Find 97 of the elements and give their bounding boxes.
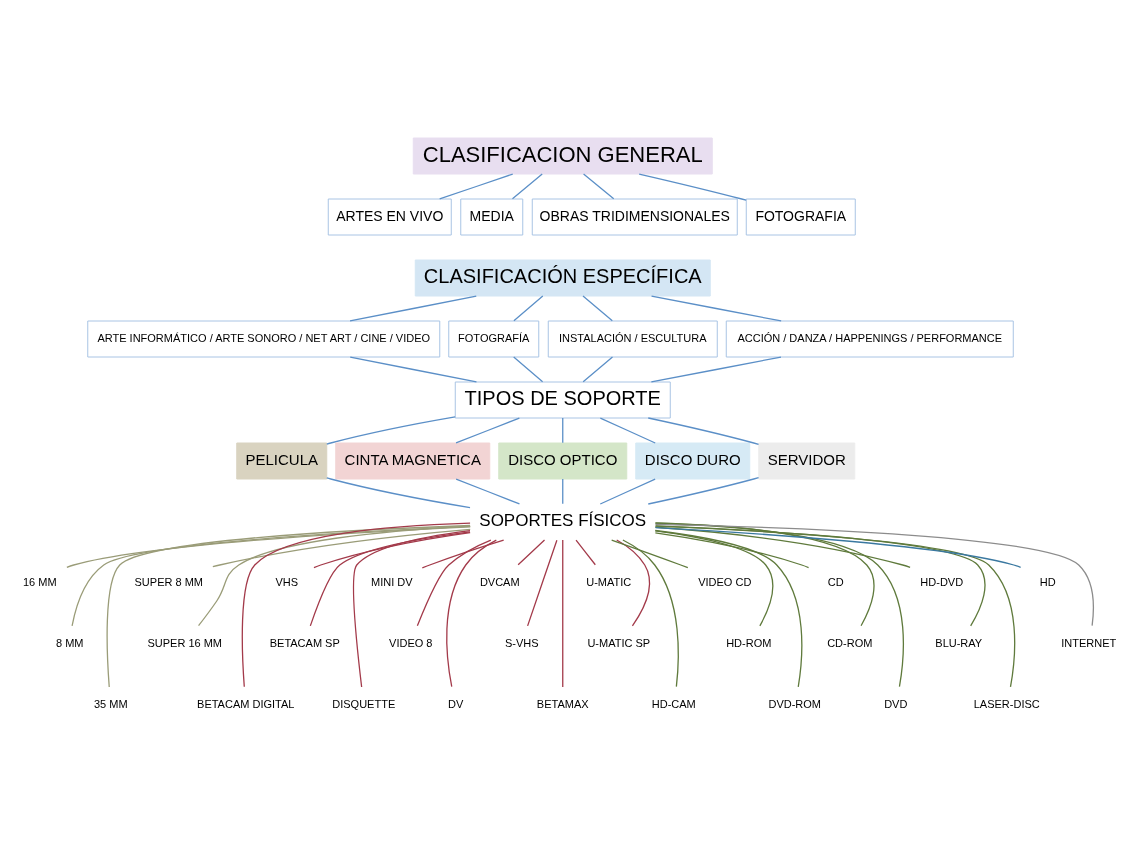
connector bbox=[562, 477, 564, 504]
connector bbox=[517, 538, 546, 565]
node-text: INTERNET bbox=[1061, 636, 1117, 649]
node-box: MEDIA bbox=[460, 198, 524, 235]
connector bbox=[650, 355, 782, 383]
node-text: VIDEO 8 bbox=[389, 636, 433, 649]
connector bbox=[654, 526, 911, 568]
node-text: S-VHS bbox=[504, 636, 539, 649]
connector bbox=[513, 355, 544, 382]
connector bbox=[582, 172, 615, 199]
node-text: VHS bbox=[275, 575, 299, 588]
connector bbox=[455, 416, 520, 444]
node-text: BETAMAX bbox=[536, 697, 589, 710]
connector bbox=[326, 476, 471, 508]
connector bbox=[326, 415, 456, 445]
connector bbox=[575, 538, 596, 565]
node-text: 8 MM bbox=[56, 636, 84, 649]
connector bbox=[353, 529, 471, 688]
connector bbox=[66, 525, 471, 568]
connector bbox=[416, 538, 492, 626]
node-box: CLASIFICACIÓN ESPECÍFICA bbox=[414, 259, 711, 296]
connector bbox=[562, 538, 564, 688]
node-text: BETACAM DIGITAL bbox=[197, 697, 295, 710]
connector bbox=[647, 476, 760, 505]
connector bbox=[611, 538, 689, 568]
connector bbox=[71, 525, 471, 626]
node-text: U-MATIC bbox=[586, 575, 632, 588]
connector bbox=[654, 531, 810, 568]
connector bbox=[349, 294, 477, 322]
connector bbox=[654, 522, 904, 687]
node-text: BLU-RAY bbox=[935, 636, 983, 649]
connector bbox=[582, 294, 613, 321]
node-box: PELICULA bbox=[236, 442, 328, 479]
connector bbox=[197, 525, 471, 626]
connector bbox=[638, 172, 747, 201]
connector bbox=[654, 521, 875, 626]
node-box: CLASIFICACION GENERAL bbox=[412, 137, 713, 174]
node-text: HD-CAM bbox=[651, 697, 696, 710]
connector bbox=[654, 523, 1094, 626]
connector bbox=[599, 477, 656, 505]
connector bbox=[582, 355, 614, 382]
node-text: CD-ROM bbox=[827, 636, 873, 649]
connector bbox=[241, 522, 471, 687]
connector bbox=[349, 355, 478, 383]
connector bbox=[446, 539, 497, 687]
node-text: HD-DVD bbox=[920, 575, 964, 588]
node-box: ARTE INFORMÁTICO / ARTE SONORO / NET ART / CINE / VIDEO bbox=[87, 320, 441, 357]
node-text: U-MATIC SP bbox=[587, 636, 651, 649]
node-box: CINTA MAGNETICA bbox=[335, 442, 491, 479]
connector bbox=[562, 416, 564, 443]
node-box: TIPOS DE SOPORTE bbox=[454, 381, 671, 418]
connector bbox=[421, 538, 505, 569]
node-text: MINI DV bbox=[370, 575, 413, 588]
connector bbox=[654, 529, 774, 627]
connector bbox=[212, 528, 471, 567]
connector bbox=[526, 539, 558, 626]
connector bbox=[106, 524, 471, 688]
connector bbox=[313, 531, 471, 568]
connector bbox=[511, 172, 543, 199]
connector bbox=[616, 538, 651, 627]
node-text: BETACAM SP bbox=[269, 636, 340, 649]
node-text: HD bbox=[1039, 575, 1056, 588]
node-box: FOTOGRAFIA bbox=[745, 198, 856, 235]
node-text: CD bbox=[827, 575, 844, 588]
node-text: DISQUETTE bbox=[332, 697, 396, 710]
node-box: INSTALACIÓN / ESCULTURA bbox=[547, 320, 718, 357]
node-text: HD-ROM bbox=[726, 636, 772, 649]
node-box: FOTOGRAFÍA bbox=[448, 320, 540, 357]
node-text: VIDEO CD bbox=[698, 575, 752, 588]
connector bbox=[513, 294, 544, 321]
node-text: DV bbox=[448, 697, 464, 710]
node-box: ACCIÓN / DANZA / HAPPENINGS / PERFORMANCE bbox=[725, 320, 1014, 357]
node-text: DVCAM bbox=[479, 575, 520, 588]
node-text: LASER-DISC bbox=[973, 697, 1040, 710]
connector bbox=[455, 477, 521, 505]
node-text: SUPER 16 MM bbox=[147, 636, 223, 649]
node-text: 35 MM bbox=[93, 697, 128, 710]
node-text: SOPORTES FÍSICOS bbox=[479, 510, 647, 530]
node-box: SERVIDOR bbox=[758, 442, 856, 479]
connector bbox=[647, 416, 760, 445]
node-text: SUPER 8 MM bbox=[134, 575, 203, 588]
node-box: OBRAS TRIDIMENSIONALES bbox=[531, 198, 738, 235]
node-text: 16 MM bbox=[22, 575, 57, 588]
connector bbox=[654, 526, 1022, 568]
node-text: DVD bbox=[884, 697, 908, 710]
connector bbox=[309, 530, 471, 626]
node-box: ARTES EN VIVO bbox=[327, 198, 452, 235]
connector bbox=[439, 172, 514, 200]
connector bbox=[655, 524, 986, 627]
node-box: DISCO DURO bbox=[635, 442, 751, 479]
node-box: DISCO OPTICO bbox=[498, 442, 628, 479]
connector bbox=[599, 416, 656, 444]
connector bbox=[654, 524, 1016, 688]
connector bbox=[650, 294, 782, 322]
node-text: DVD-ROM bbox=[768, 697, 822, 710]
connector bbox=[654, 529, 803, 687]
connector bbox=[622, 538, 679, 687]
